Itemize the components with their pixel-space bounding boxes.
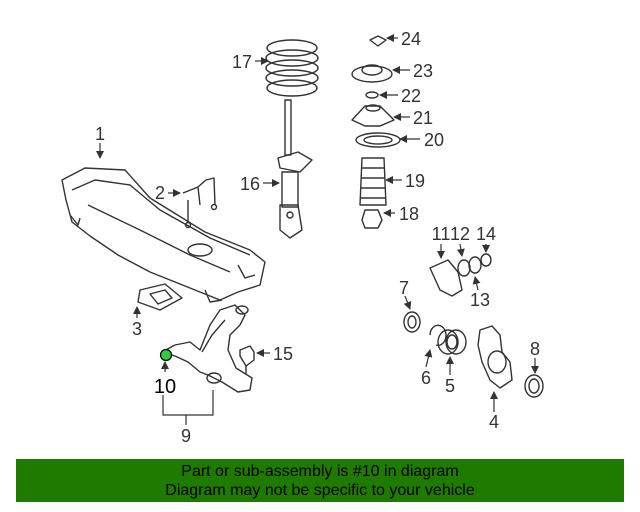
part-label[interactable]: 21 — [413, 108, 433, 128]
part-label[interactable]: 6 — [421, 368, 431, 388]
part-label[interactable]: 1 — [95, 124, 105, 144]
part-label[interactable]: 12 — [450, 224, 470, 244]
part-label[interactable]: 4 — [489, 412, 499, 432]
part-label[interactable]: 16 — [240, 174, 260, 194]
insulator-part — [355, 132, 401, 148]
part-label[interactable]: 22 — [401, 86, 421, 106]
part-label[interactable]: 20 — [424, 130, 444, 150]
part-number-labels: 1 2 3 4 5 6 7 8 9 10 11 12 13 14 15 16 1… — [95, 29, 540, 446]
banner-line-part-info: Part or sub-assembly is #10 in diagram — [181, 463, 459, 480]
reinforcement-plate-part — [137, 283, 183, 311]
part-label[interactable]: 5 — [445, 376, 455, 396]
washer-part — [365, 91, 379, 99]
bracket-part — [182, 177, 218, 229]
part-label[interactable]: 14 — [476, 224, 496, 244]
part-label[interactable]: 11 — [432, 224, 451, 244]
part-label-highlighted[interactable]: 10 — [154, 376, 176, 398]
lower-control-arm-part — [161, 304, 253, 393]
banner-line-disclaimer: Diagram may not be specific to your vehi… — [165, 482, 475, 499]
part-label[interactable]: 18 — [399, 204, 419, 224]
part-label[interactable]: 15 — [273, 344, 293, 364]
strut-part — [277, 99, 313, 239]
part-label[interactable]: 23 — [413, 61, 433, 81]
spring-seat-part — [351, 104, 395, 127]
wheel-bearing-part — [437, 329, 467, 355]
part-label[interactable]: 9 — [181, 426, 191, 446]
bushing-assembly-part — [429, 253, 492, 297]
strut-mount-part — [351, 64, 393, 83]
bump-stop-part — [361, 209, 383, 229]
seal-part — [403, 311, 421, 333]
ball-joint-part — [239, 345, 255, 374]
part-label[interactable]: 8 — [530, 339, 540, 359]
part-label[interactable]: 19 — [405, 171, 425, 191]
coil-spring-part — [265, 39, 319, 97]
exploded-parts-diagram: 1 2 3 4 5 6 7 8 9 10 11 12 13 14 15 16 1… — [61, 29, 544, 446]
part-label[interactable]: 7 — [399, 278, 409, 298]
dust-boot-part — [359, 157, 387, 206]
bushing-part-10-highlighted[interactable] — [159, 348, 173, 362]
crossmember-part — [61, 167, 266, 303]
part-label[interactable]: 24 — [401, 29, 421, 49]
part-label[interactable]: 13 — [470, 290, 490, 310]
cap-part — [369, 35, 387, 47]
leader-arrows — [96, 34, 539, 425]
part-label[interactable]: 17 — [232, 52, 252, 72]
outer-seal-part — [524, 374, 544, 398]
info-banner: Part or sub-assembly is #10 in diagram D… — [16, 459, 624, 502]
snap-ring-part — [429, 324, 447, 347]
part-label[interactable]: 3 — [132, 319, 142, 339]
steering-knuckle-part — [477, 325, 513, 389]
part-label[interactable]: 2 — [155, 183, 165, 203]
